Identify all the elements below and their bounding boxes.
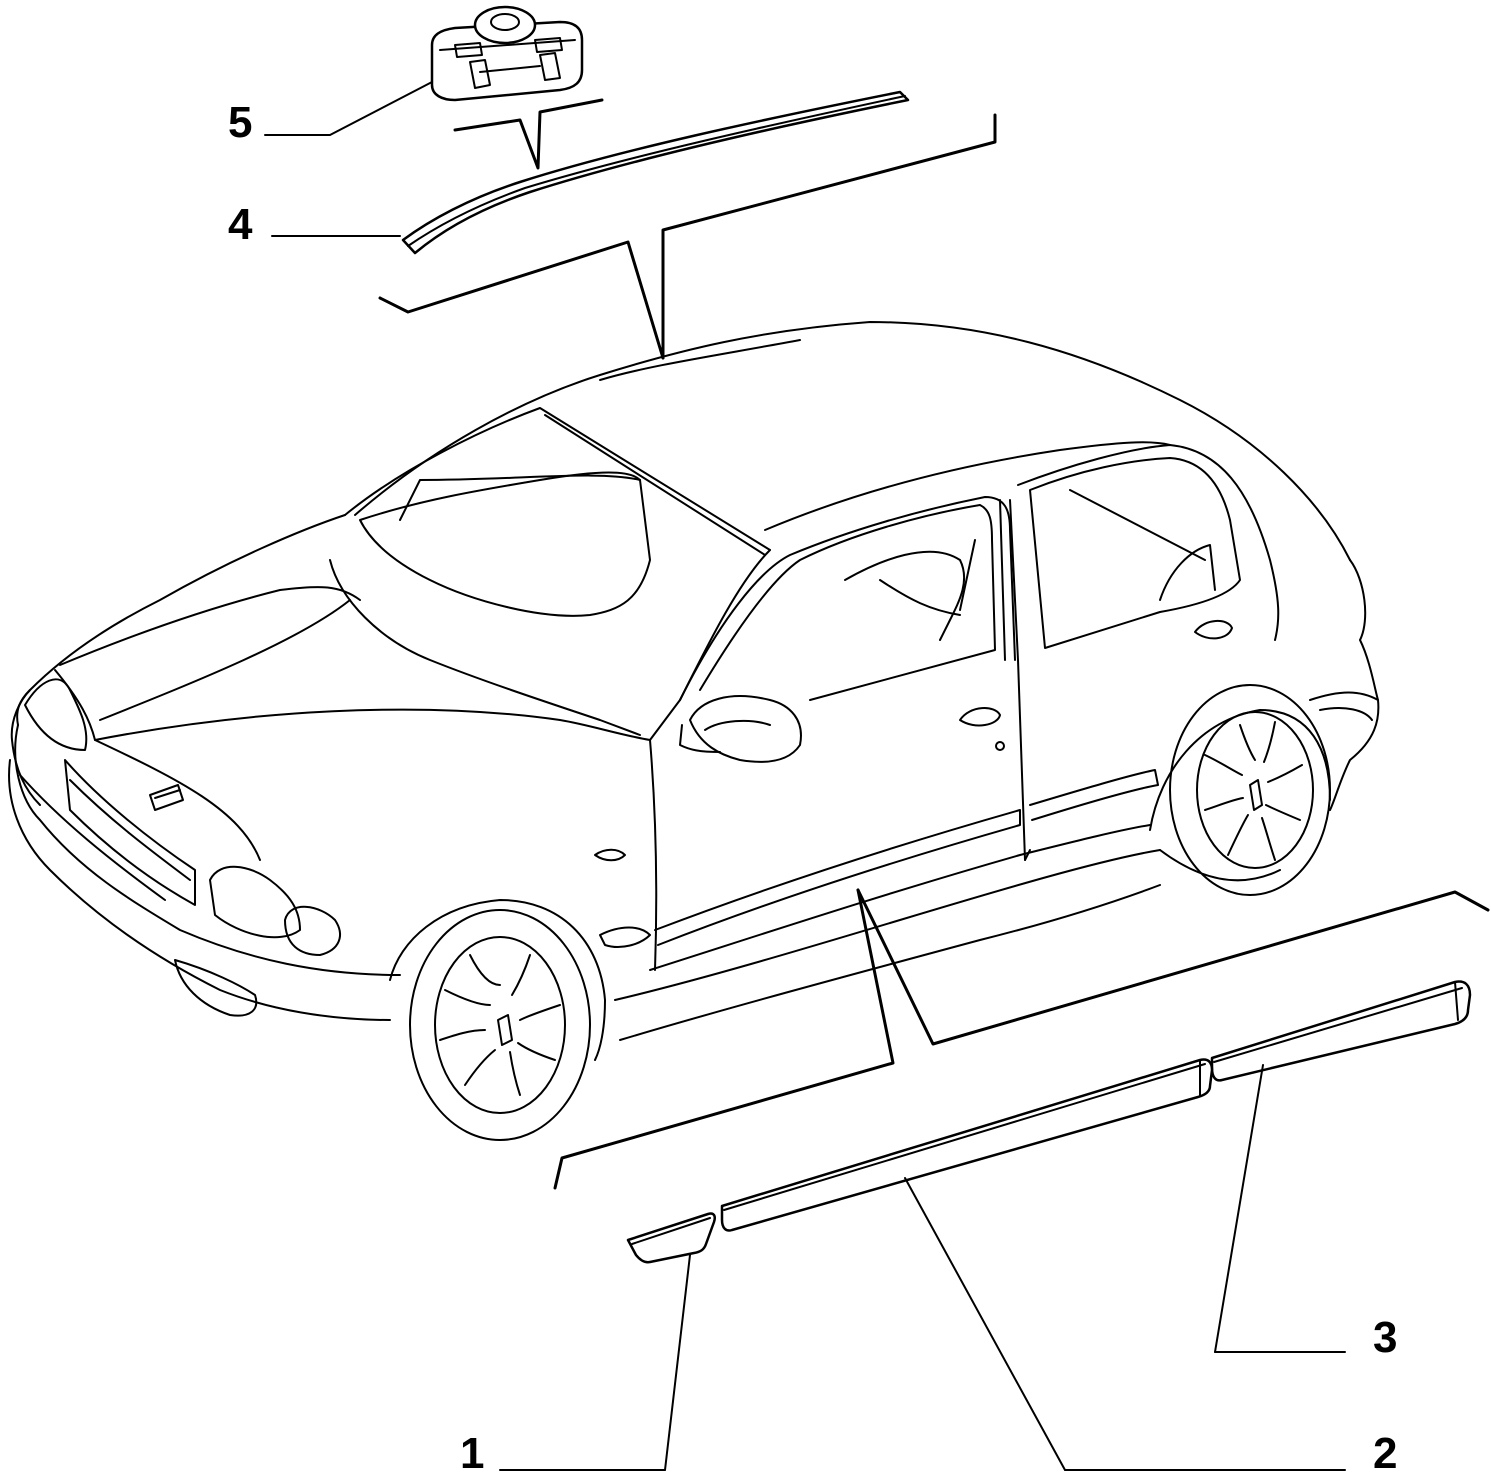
callout-4: 4 xyxy=(228,200,253,249)
car-body xyxy=(8,321,1380,1061)
leader-lines xyxy=(264,81,1346,1471)
rear-wheel xyxy=(1169,684,1331,896)
front-wheel xyxy=(409,909,591,1141)
part-2-door-moulding xyxy=(720,1058,1214,1232)
part-3-rear-moulding xyxy=(1210,980,1472,1082)
part-4-roof-moulding xyxy=(401,90,910,255)
part-5-clip xyxy=(430,5,584,102)
callout-3: 3 xyxy=(1373,1313,1397,1362)
callout-5: 5 xyxy=(228,98,252,147)
callout-1: 1 xyxy=(460,1429,484,1475)
grouping-brackets xyxy=(378,98,1490,1190)
callout-2: 2 xyxy=(1373,1429,1397,1475)
part-1-fender-moulding xyxy=(626,1212,716,1264)
